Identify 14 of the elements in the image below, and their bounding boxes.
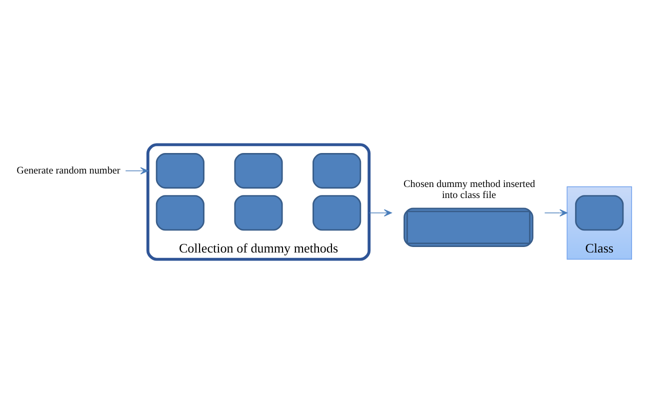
node-text: Generate random number xyxy=(16,164,120,176)
node-box xyxy=(312,194,362,230)
node-box xyxy=(575,194,624,230)
node-box xyxy=(234,152,283,188)
cluster: Class xyxy=(566,186,632,260)
node-box xyxy=(234,194,283,230)
arrow xyxy=(125,166,148,174)
node-box xyxy=(156,194,204,230)
arrow xyxy=(368,208,392,216)
cluster: Collection of dummy methods xyxy=(146,142,371,260)
node-label: Chosen dummy method inserted into class file xyxy=(404,178,536,200)
node-box xyxy=(156,152,204,188)
arrow xyxy=(544,208,568,216)
node-box xyxy=(312,152,362,188)
